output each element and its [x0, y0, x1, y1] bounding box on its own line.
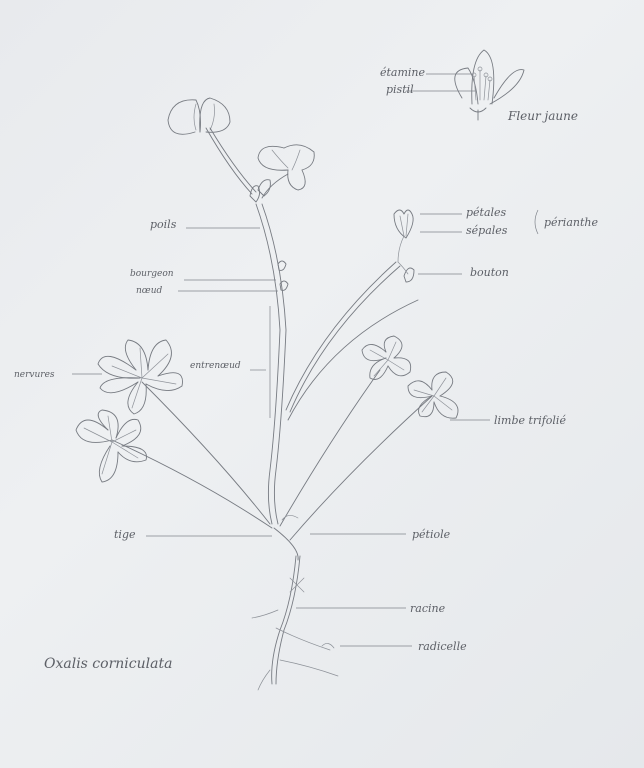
label-sepales: sépales — [466, 224, 508, 237]
drawing-title: Oxalis corniculata — [44, 656, 172, 672]
label-entrenoeud: entrenœud — [190, 361, 241, 371]
label-bourgeon: bourgeon — [130, 269, 174, 279]
label-petiole: pétiole — [412, 528, 451, 541]
leaf-large-left — [97, 339, 183, 415]
label-pistil: pistil — [386, 83, 414, 96]
label-poils: poils — [150, 218, 177, 231]
label-noeud: nœud — [136, 286, 162, 296]
label-petales: pétales — [466, 206, 507, 219]
label-radicelle: radicelle — [418, 640, 467, 653]
leaf-middle-right — [361, 335, 412, 380]
leader-lines — [72, 209, 539, 647]
leaf-right — [407, 371, 459, 419]
top-flower-right — [257, 144, 315, 191]
label-bouton: bouton — [470, 266, 509, 279]
flower-detail — [406, 49, 525, 121]
label-tige: tige — [114, 528, 136, 541]
label-perianthe: périanthe — [544, 216, 598, 229]
flower-caption: Fleur jaune — [507, 109, 578, 123]
label-etamine: étamine — [380, 66, 426, 79]
label-limbe-trifolie: limbe trifolié — [494, 414, 566, 427]
leaf-lower-left — [75, 409, 147, 483]
label-nervures: nervures — [14, 370, 55, 380]
label-racine: racine — [410, 602, 446, 615]
stem-structure — [111, 127, 433, 691]
top-flower-left — [167, 97, 231, 135]
